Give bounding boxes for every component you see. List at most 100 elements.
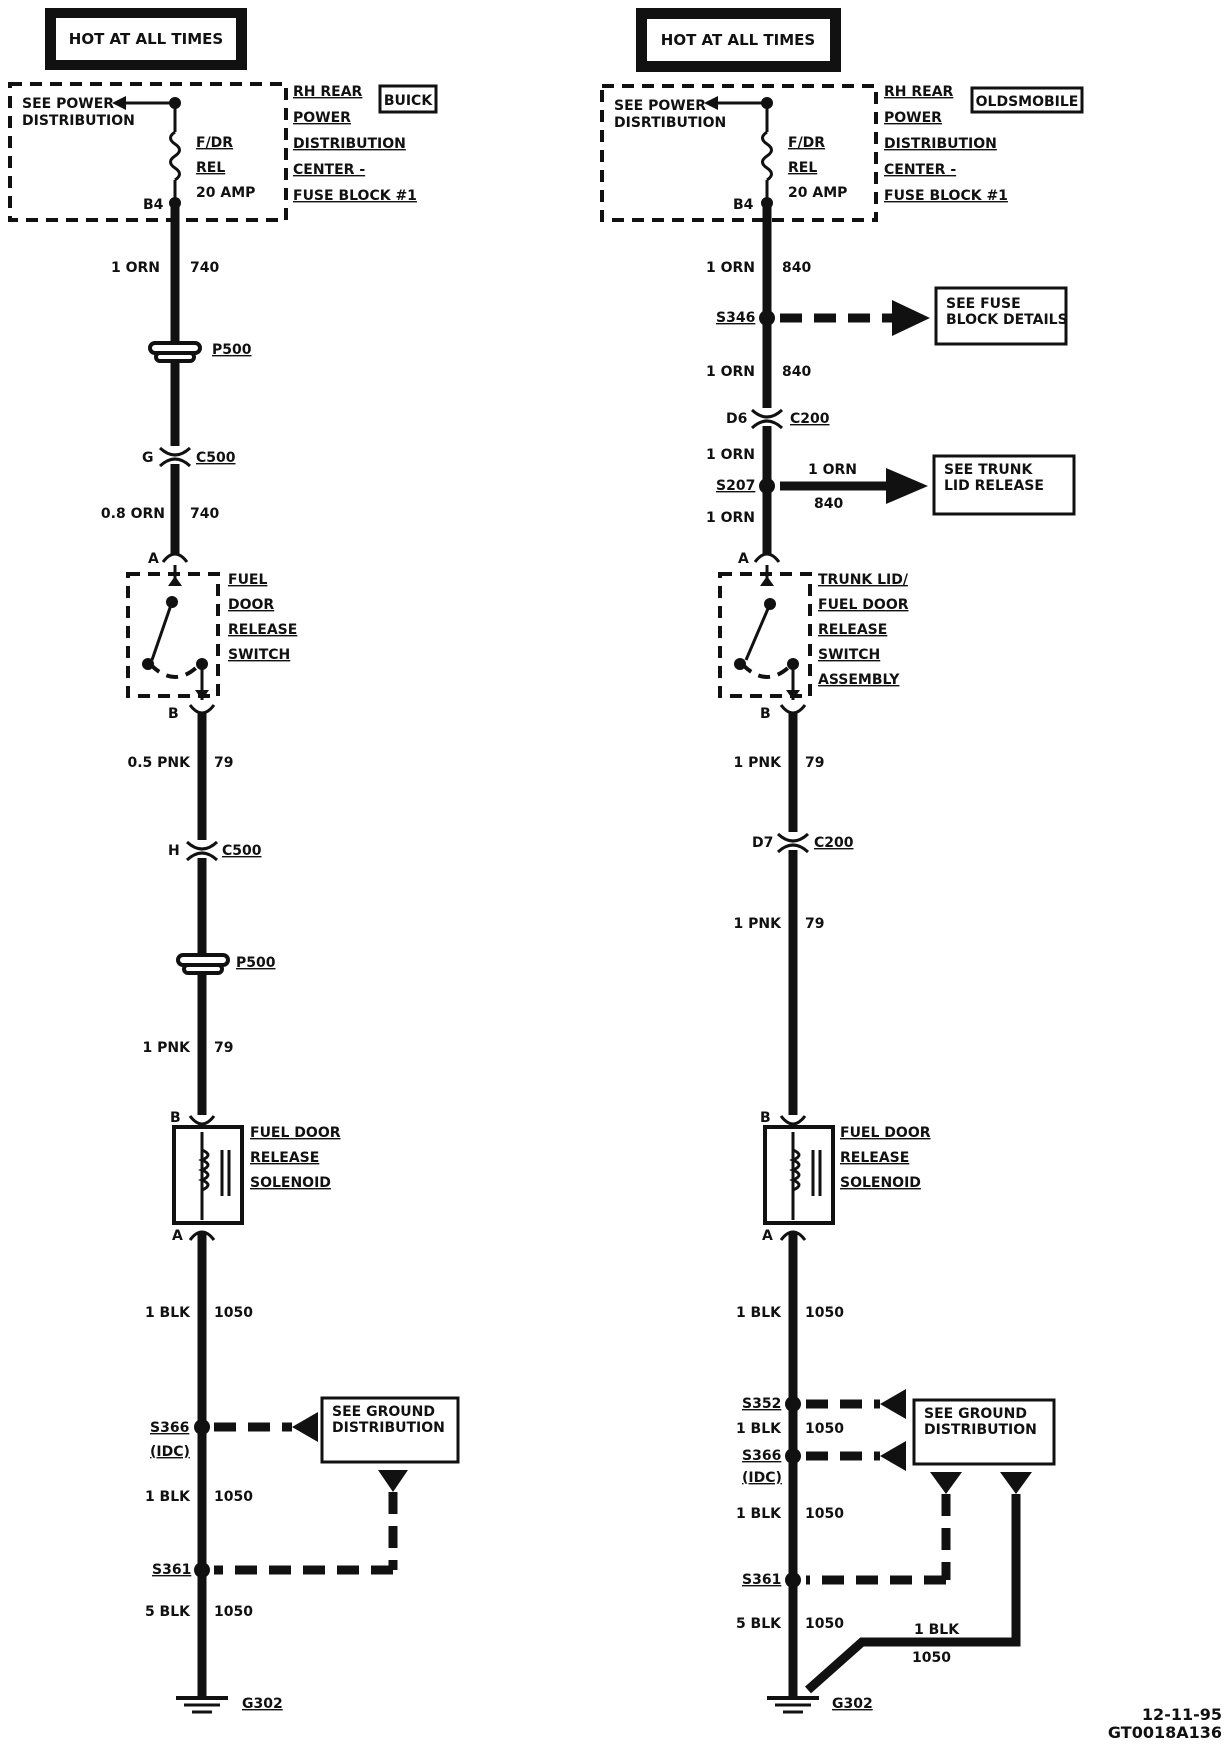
left-s361-splice <box>194 1562 210 1578</box>
svg-text:1 ORN: 1 ORN <box>706 260 755 276</box>
svg-text:D7: D7 <box>752 835 773 851</box>
right-s346-splice <box>759 310 775 326</box>
right-trunk-release-box <box>932 454 1076 516</box>
svg-text:B: B <box>760 706 771 722</box>
svg-text:SOLENOID: SOLENOID <box>840 1175 921 1191</box>
svg-text:G302: G302 <box>832 1696 873 1712</box>
svg-text:B: B <box>170 1110 181 1126</box>
svg-text:C500: C500 <box>222 843 262 859</box>
right-ground-arrow2-icon <box>880 1441 906 1471</box>
svg-text:DISTRIBUTION: DISTRIBUTION <box>924 1422 1037 1438</box>
right-switch-blade-icon <box>744 603 772 661</box>
svg-text:DISTRIBUTION: DISTRIBUTION <box>332 1420 445 1436</box>
left-fuse-icon <box>169 130 181 182</box>
left-c500b-connector-icon <box>185 840 219 851</box>
svg-text:DISTRIBUTION: DISTRIBUTION <box>22 113 135 129</box>
svg-text:1 ORN: 1 ORN <box>111 260 160 276</box>
svg-text:FUEL DOOR: FUEL DOOR <box>840 1125 931 1141</box>
svg-text:S366: S366 <box>742 1448 781 1464</box>
svg-text:FUEL: FUEL <box>228 572 267 588</box>
right-s352-splice <box>785 1396 801 1412</box>
svg-text:DISRTIBUTION: DISRTIBUTION <box>614 115 726 131</box>
svg-text:TRUNK LID/: TRUNK LID/ <box>818 572 909 588</box>
right-fuse-icon <box>761 130 773 182</box>
left-hot-label: HOT AT ALL TIMES <box>69 30 223 48</box>
svg-text:1 ORN: 1 ORN <box>706 447 755 463</box>
svg-text:S361: S361 <box>742 1572 781 1588</box>
svg-text:1050: 1050 <box>805 1421 844 1437</box>
left-pdc-box <box>8 82 288 222</box>
svg-text:DISTRIBUTION: DISTRIBUTION <box>293 136 406 152</box>
svg-text:5 BLK: 5 BLK <box>736 1616 782 1632</box>
left-ground-arrow-icon <box>292 1412 318 1442</box>
svg-text:SWITCH: SWITCH <box>228 647 290 663</box>
svg-text:DOOR: DOOR <box>228 597 274 613</box>
right-s366-splice <box>785 1448 801 1464</box>
left-circuit: HOT AT ALL TIMES SEE POWER DISTRIBUTION … <box>8 8 460 1714</box>
svg-text:0.8 ORN: 0.8 ORN <box>101 506 165 522</box>
svg-text:G: G <box>142 450 154 466</box>
svg-text:S361: S361 <box>152 1562 191 1578</box>
left-ground-symbol-icon <box>378 1470 408 1492</box>
right-ground-arrow-icon <box>880 1389 906 1419</box>
svg-text:REL: REL <box>196 160 225 176</box>
svg-text:1 ORN: 1 ORN <box>706 364 755 380</box>
svg-text:1050: 1050 <box>805 1506 844 1522</box>
svg-text:1 ORN: 1 ORN <box>706 510 755 526</box>
right-s207-splice <box>759 478 775 494</box>
svg-text:(IDC): (IDC) <box>742 1470 782 1486</box>
svg-text:79: 79 <box>214 755 233 771</box>
svg-text:RELEASE: RELEASE <box>228 622 297 638</box>
svg-text:5 BLK: 5 BLK <box>145 1604 191 1620</box>
svg-text:1050: 1050 <box>214 1489 253 1505</box>
left-c500a-connector-icon <box>158 446 192 457</box>
right-switch-assembly <box>718 572 812 698</box>
svg-text:RH REAR: RH REAR <box>884 84 954 100</box>
svg-text:1 BLK: 1 BLK <box>736 1506 782 1522</box>
svg-text:P500: P500 <box>236 955 276 971</box>
svg-text:1 BLK: 1 BLK <box>914 1622 960 1638</box>
svg-text:H: H <box>168 843 180 859</box>
svg-text:840: 840 <box>782 260 811 276</box>
svg-text:1050: 1050 <box>805 1616 844 1632</box>
svg-text:1050: 1050 <box>214 1604 253 1620</box>
svg-text:1050: 1050 <box>805 1305 844 1321</box>
svg-text:1 ORN: 1 ORN <box>808 462 857 478</box>
svg-text:OLDSMOBILE: OLDSMOBILE <box>976 94 1079 110</box>
svg-text:C200: C200 <box>814 835 854 851</box>
svg-text:FUSE BLOCK #1: FUSE BLOCK #1 <box>293 188 417 204</box>
svg-text:740: 740 <box>190 506 219 522</box>
svg-text:1 BLK: 1 BLK <box>145 1305 191 1321</box>
svg-text:840: 840 <box>782 364 811 380</box>
left-fuel-door-switch <box>126 572 220 698</box>
footer-code: GT0018A136 <box>1108 1723 1222 1742</box>
right-circuit: HOT AT ALL TIMES SEE POWER DISRTIBUTION … <box>600 8 1084 1714</box>
right-fuse-details-arrow-icon <box>892 300 930 336</box>
svg-text:SEE TRUNK: SEE TRUNK <box>944 462 1033 478</box>
svg-text:G302: G302 <box>242 1696 283 1712</box>
right-trunk-release-arrow-icon <box>886 468 928 504</box>
svg-text:1 PNK: 1 PNK <box>143 1040 192 1056</box>
right-solenoid-coil-icon <box>789 1148 801 1192</box>
svg-text:S207: S207 <box>716 478 755 494</box>
svg-text:A: A <box>148 551 159 567</box>
svg-text:20 AMP: 20 AMP <box>788 185 847 201</box>
svg-text:A: A <box>762 1228 773 1244</box>
svg-text:CENTER -: CENTER - <box>884 162 956 178</box>
right-ground-symbol2-icon <box>1000 1472 1032 1494</box>
right-c200a-connector-icon <box>750 408 784 419</box>
svg-text:P500: P500 <box>212 342 252 358</box>
svg-text:RELEASE: RELEASE <box>250 1150 319 1166</box>
svg-text:1 PNK: 1 PNK <box>734 755 783 771</box>
svg-text:BUICK: BUICK <box>384 93 434 109</box>
svg-text:POWER: POWER <box>884 110 942 126</box>
right-hot-label: HOT AT ALL TIMES <box>661 31 815 49</box>
svg-text:A: A <box>172 1228 183 1244</box>
svg-text:S352: S352 <box>742 1396 781 1412</box>
right-fuse-details-box <box>934 286 1068 346</box>
svg-text:1 BLK: 1 BLK <box>145 1489 191 1505</box>
svg-text:1 BLK: 1 BLK <box>736 1421 782 1437</box>
svg-text:SEE POWER: SEE POWER <box>22 96 114 112</box>
svg-text:1050: 1050 <box>214 1305 253 1321</box>
